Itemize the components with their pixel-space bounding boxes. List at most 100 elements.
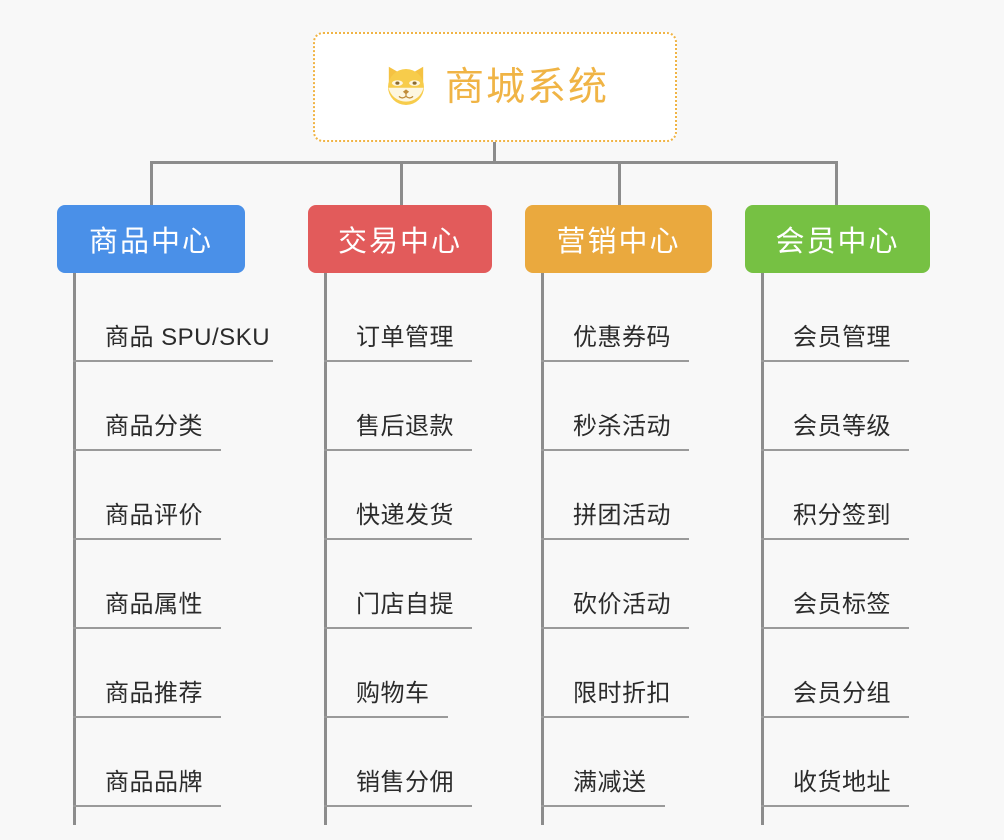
leaf-item-label: 积分签到 — [793, 502, 891, 529]
leaf-item[interactable]: 满减送 — [525, 718, 712, 807]
leaf-item[interactable]: 订单管理 — [308, 273, 492, 362]
connector-root-stem — [493, 142, 496, 164]
leaf-spine — [73, 273, 76, 825]
branch-column-2: 交易中心 订单管理 售后退款 快递发货 门店自提 购物车 — [308, 205, 492, 825]
leaf-underline — [73, 627, 221, 629]
leaf-item-label: 会员管理 — [793, 324, 891, 351]
leaf-item-label: 售后退款 — [356, 413, 454, 440]
branch-header-label: 会员中心 — [775, 226, 900, 258]
leaf-underline — [541, 716, 689, 718]
leaf-item-label: 商品属性 — [105, 591, 203, 618]
leaf-spine — [324, 273, 327, 825]
leaf-underline — [324, 538, 472, 540]
branch-header-label: 交易中心 — [337, 226, 462, 258]
branch-header-3[interactable]: 营销中心 — [525, 205, 712, 273]
leaf-item[interactable]: 会员分组 — [745, 629, 930, 718]
connector-drop-4 — [835, 161, 838, 205]
leaf-item[interactable]: 收货地址 — [745, 718, 930, 807]
leaf-item[interactable]: 销售分佣 — [308, 718, 492, 807]
leaf-underline — [73, 716, 221, 718]
leaf-item[interactable]: 门店自提 — [308, 540, 492, 629]
leaf-item[interactable]: 积分签到 — [745, 451, 930, 540]
leaf-item[interactable]: 商品评价 — [57, 451, 245, 540]
leaf-item[interactable]: 购物车 — [308, 629, 492, 718]
leaf-item-label: 会员等级 — [793, 413, 891, 440]
leaf-underline — [761, 805, 909, 807]
leaf-underline — [324, 716, 448, 718]
connector-drop-3 — [618, 161, 621, 205]
leaf-item[interactable]: 售后退款 — [308, 362, 492, 451]
leaf-list-3: 优惠券码 秒杀活动 拼团活动 砍价活动 限时折扣 满减送 — [525, 273, 712, 825]
leaf-item[interactable]: 会员标签 — [745, 540, 930, 629]
leaf-item-label: 商品评价 — [105, 502, 203, 529]
leaf-underline — [541, 805, 665, 807]
leaf-item[interactable]: 拼团活动 — [525, 451, 712, 540]
leaf-item[interactable]: 商品品牌 — [57, 718, 245, 807]
leaf-item[interactable]: 秒杀活动 — [525, 362, 712, 451]
leaf-underline — [541, 360, 689, 362]
leaf-item-label: 商品推荐 — [105, 680, 203, 707]
leaf-list-1: 商品 SPU/SKU 商品分类 商品评价 商品属性 商品推荐 商品品牌 — [57, 273, 273, 825]
leaf-item-label: 快递发货 — [356, 502, 454, 529]
leaf-underline — [324, 805, 472, 807]
shiba-dog-icon — [388, 66, 424, 105]
leaf-item-label: 门店自提 — [356, 591, 454, 618]
leaf-item[interactable]: 优惠券码 — [525, 273, 712, 362]
branch-header-2[interactable]: 交易中心 — [308, 205, 492, 273]
leaf-item-label: 会员标签 — [793, 591, 891, 618]
connector-drop-1 — [150, 161, 153, 205]
leaf-item[interactable]: 会员管理 — [745, 273, 930, 362]
leaf-spine — [761, 273, 764, 825]
branch-column-1: 商品中心 商品 SPU/SKU 商品分类 商品评价 商品属性 商品推荐 — [57, 205, 273, 825]
leaf-item-label: 商品分类 — [105, 413, 203, 440]
leaf-list-4: 会员管理 会员等级 积分签到 会员标签 会员分组 收货地址 — [745, 273, 930, 825]
leaf-underline — [541, 449, 689, 451]
connector-horizontal-bar — [150, 161, 838, 164]
leaf-underline — [324, 627, 472, 629]
leaf-item[interactable]: 商品 SPU/SKU — [57, 273, 273, 362]
connector-drop-2 — [400, 161, 403, 205]
leaf-underline — [541, 627, 689, 629]
leaf-underline — [73, 805, 221, 807]
leaf-item[interactable]: 砍价活动 — [525, 540, 712, 629]
leaf-item[interactable]: 快递发货 — [308, 451, 492, 540]
root-title: 商城系统 — [444, 65, 609, 109]
leaf-spine — [541, 273, 544, 825]
leaf-item[interactable]: 限时折扣 — [525, 629, 712, 718]
leaf-item-label: 秒杀活动 — [573, 413, 671, 440]
leaf-underline — [761, 627, 909, 629]
branch-header-label: 商品中心 — [88, 226, 213, 258]
leaf-item[interactable]: 商品分类 — [57, 362, 245, 451]
leaf-underline — [73, 360, 273, 362]
leaf-underline — [73, 538, 221, 540]
leaf-item-label: 商品 SPU/SKU — [105, 324, 271, 351]
leaf-item-label: 购物车 — [356, 680, 430, 707]
leaf-item-label: 优惠券码 — [573, 324, 671, 351]
branch-header-label: 营销中心 — [556, 226, 681, 258]
branch-column-4: 会员中心 会员管理 会员等级 积分签到 会员标签 会员分组 — [745, 205, 930, 825]
leaf-list-2: 订单管理 售后退款 快递发货 门店自提 购物车 销售分佣 — [308, 273, 492, 825]
leaf-item-label: 订单管理 — [356, 324, 454, 351]
leaf-item-label: 收货地址 — [793, 769, 891, 796]
leaf-underline — [761, 449, 909, 451]
root-node[interactable]: 商城系统 — [313, 32, 677, 142]
leaf-underline — [324, 360, 472, 362]
leaf-item-label: 会员分组 — [793, 680, 891, 707]
leaf-underline — [761, 538, 909, 540]
leaf-underline — [761, 716, 909, 718]
leaf-underline — [761, 360, 909, 362]
leaf-item[interactable]: 商品属性 — [57, 540, 245, 629]
branch-header-1[interactable]: 商品中心 — [57, 205, 245, 273]
leaf-item-label: 拼团活动 — [573, 502, 671, 529]
branch-column-3: 营销中心 优惠券码 秒杀活动 拼团活动 砍价活动 限时折扣 — [525, 205, 712, 825]
leaf-item-label: 满减送 — [573, 769, 647, 796]
leaf-item-label: 砍价活动 — [573, 591, 671, 618]
leaf-item[interactable]: 商品推荐 — [57, 629, 245, 718]
leaf-item-label: 商品品牌 — [105, 769, 203, 796]
leaf-item-label: 销售分佣 — [356, 769, 454, 796]
branch-header-4[interactable]: 会员中心 — [745, 205, 930, 273]
leaf-item[interactable]: 会员等级 — [745, 362, 930, 451]
leaf-item-label: 限时折扣 — [573, 680, 671, 707]
leaf-underline — [73, 449, 221, 451]
